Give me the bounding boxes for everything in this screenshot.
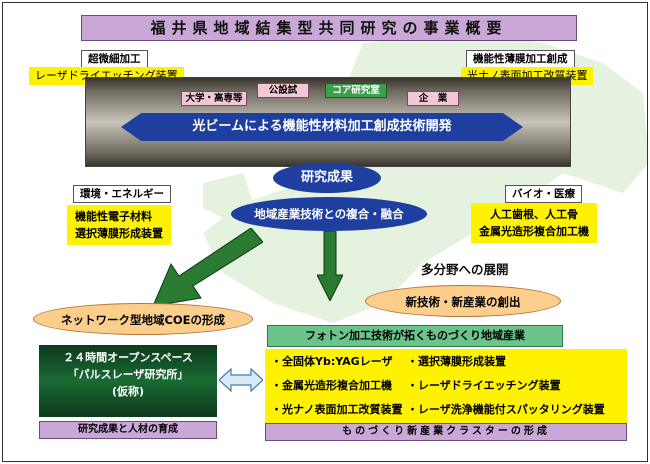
category-bio: バイオ・医療 — [505, 185, 582, 203]
tech-bio: 人工歯根、人工骨 金属光造形複合加工機 — [471, 203, 597, 243]
open-space-title: ２４時間オープンスペース — [63, 351, 193, 364]
tech-artificial-tooth: 人工歯根、人工骨 — [490, 208, 578, 221]
arrow-down — [317, 231, 343, 301]
open-space-tentative: (仮称) — [111, 385, 145, 398]
multi-field-label: 多分野への展開 — [421, 262, 509, 277]
integration-oval: 地域産業技術との複合・融合 — [231, 197, 427, 231]
org-university: 大学・高専等 — [181, 91, 247, 106]
open-space-box: ２４時間オープンスペース 「パルスレーザ研究所」 (仮称) — [39, 345, 217, 417]
talent-label: 研究成果と人材の育成 — [39, 421, 217, 439]
coe-oval: ネットワーク型地域COEの形成 — [33, 303, 253, 335]
category-thinfilm: 機能性薄膜加工創成 — [466, 50, 575, 68]
tech-item-metal-forming: ・金属光造形複合加工機 — [271, 379, 392, 392]
page-title: 福井県地域結集型共同研究の事業概要 — [81, 15, 577, 41]
org-public-lab: 公設試 — [257, 83, 309, 98]
double-arrow-icon — [219, 367, 263, 393]
tech-item-laser-drying: ・レーザドライエッチング装置 — [407, 379, 561, 392]
tech-item-selective-film: ・選択薄膜形成装置 — [407, 355, 506, 368]
cluster-label: ものづくり新産業クラスターの形成 — [265, 423, 627, 441]
tech-environment: 機能性電子材料 選択薄膜形成装置 — [67, 205, 171, 245]
tech-selective-film: 選択薄膜形成装置 — [75, 227, 163, 240]
new-industry-oval: 新技術・新産業の創出 — [365, 285, 561, 317]
development-arrow: 光ビームによる機能性材料加工創成技術開発 — [121, 113, 523, 141]
tech-item-photonano: ・光ナノ表面加工改質装置 — [271, 403, 403, 416]
research-results: 研究成果 — [273, 163, 381, 193]
category-ultrafine: 超微細加工 — [81, 50, 148, 68]
org-company: 企 業 — [407, 91, 459, 106]
industry-tech-list: ・全固体Yb:YAGレーザ ・選択薄膜形成装置 ・金属光造形複合加工機 ・レーザ… — [265, 349, 627, 423]
open-space-name: 「パルスレーザ研究所」 — [67, 368, 189, 381]
arrow-down-left — [153, 228, 263, 307]
tech-functional-materials: 機能性電子材料 — [75, 210, 152, 223]
tech-item-yag: ・全固体Yb:YAGレーザ — [271, 355, 393, 368]
org-core-lab: コア研究室 — [325, 83, 387, 98]
category-environment: 環境・エネルギー — [73, 185, 171, 203]
tech-metal-forming: 金属光造形複合加工機 — [479, 225, 589, 238]
tech-item-sputtering: ・レーザ洗浄機能付スパッタリング装置 — [407, 403, 605, 416]
industry-title: フォトン加工技術が拓くものづくり地域産業 — [267, 325, 563, 347]
